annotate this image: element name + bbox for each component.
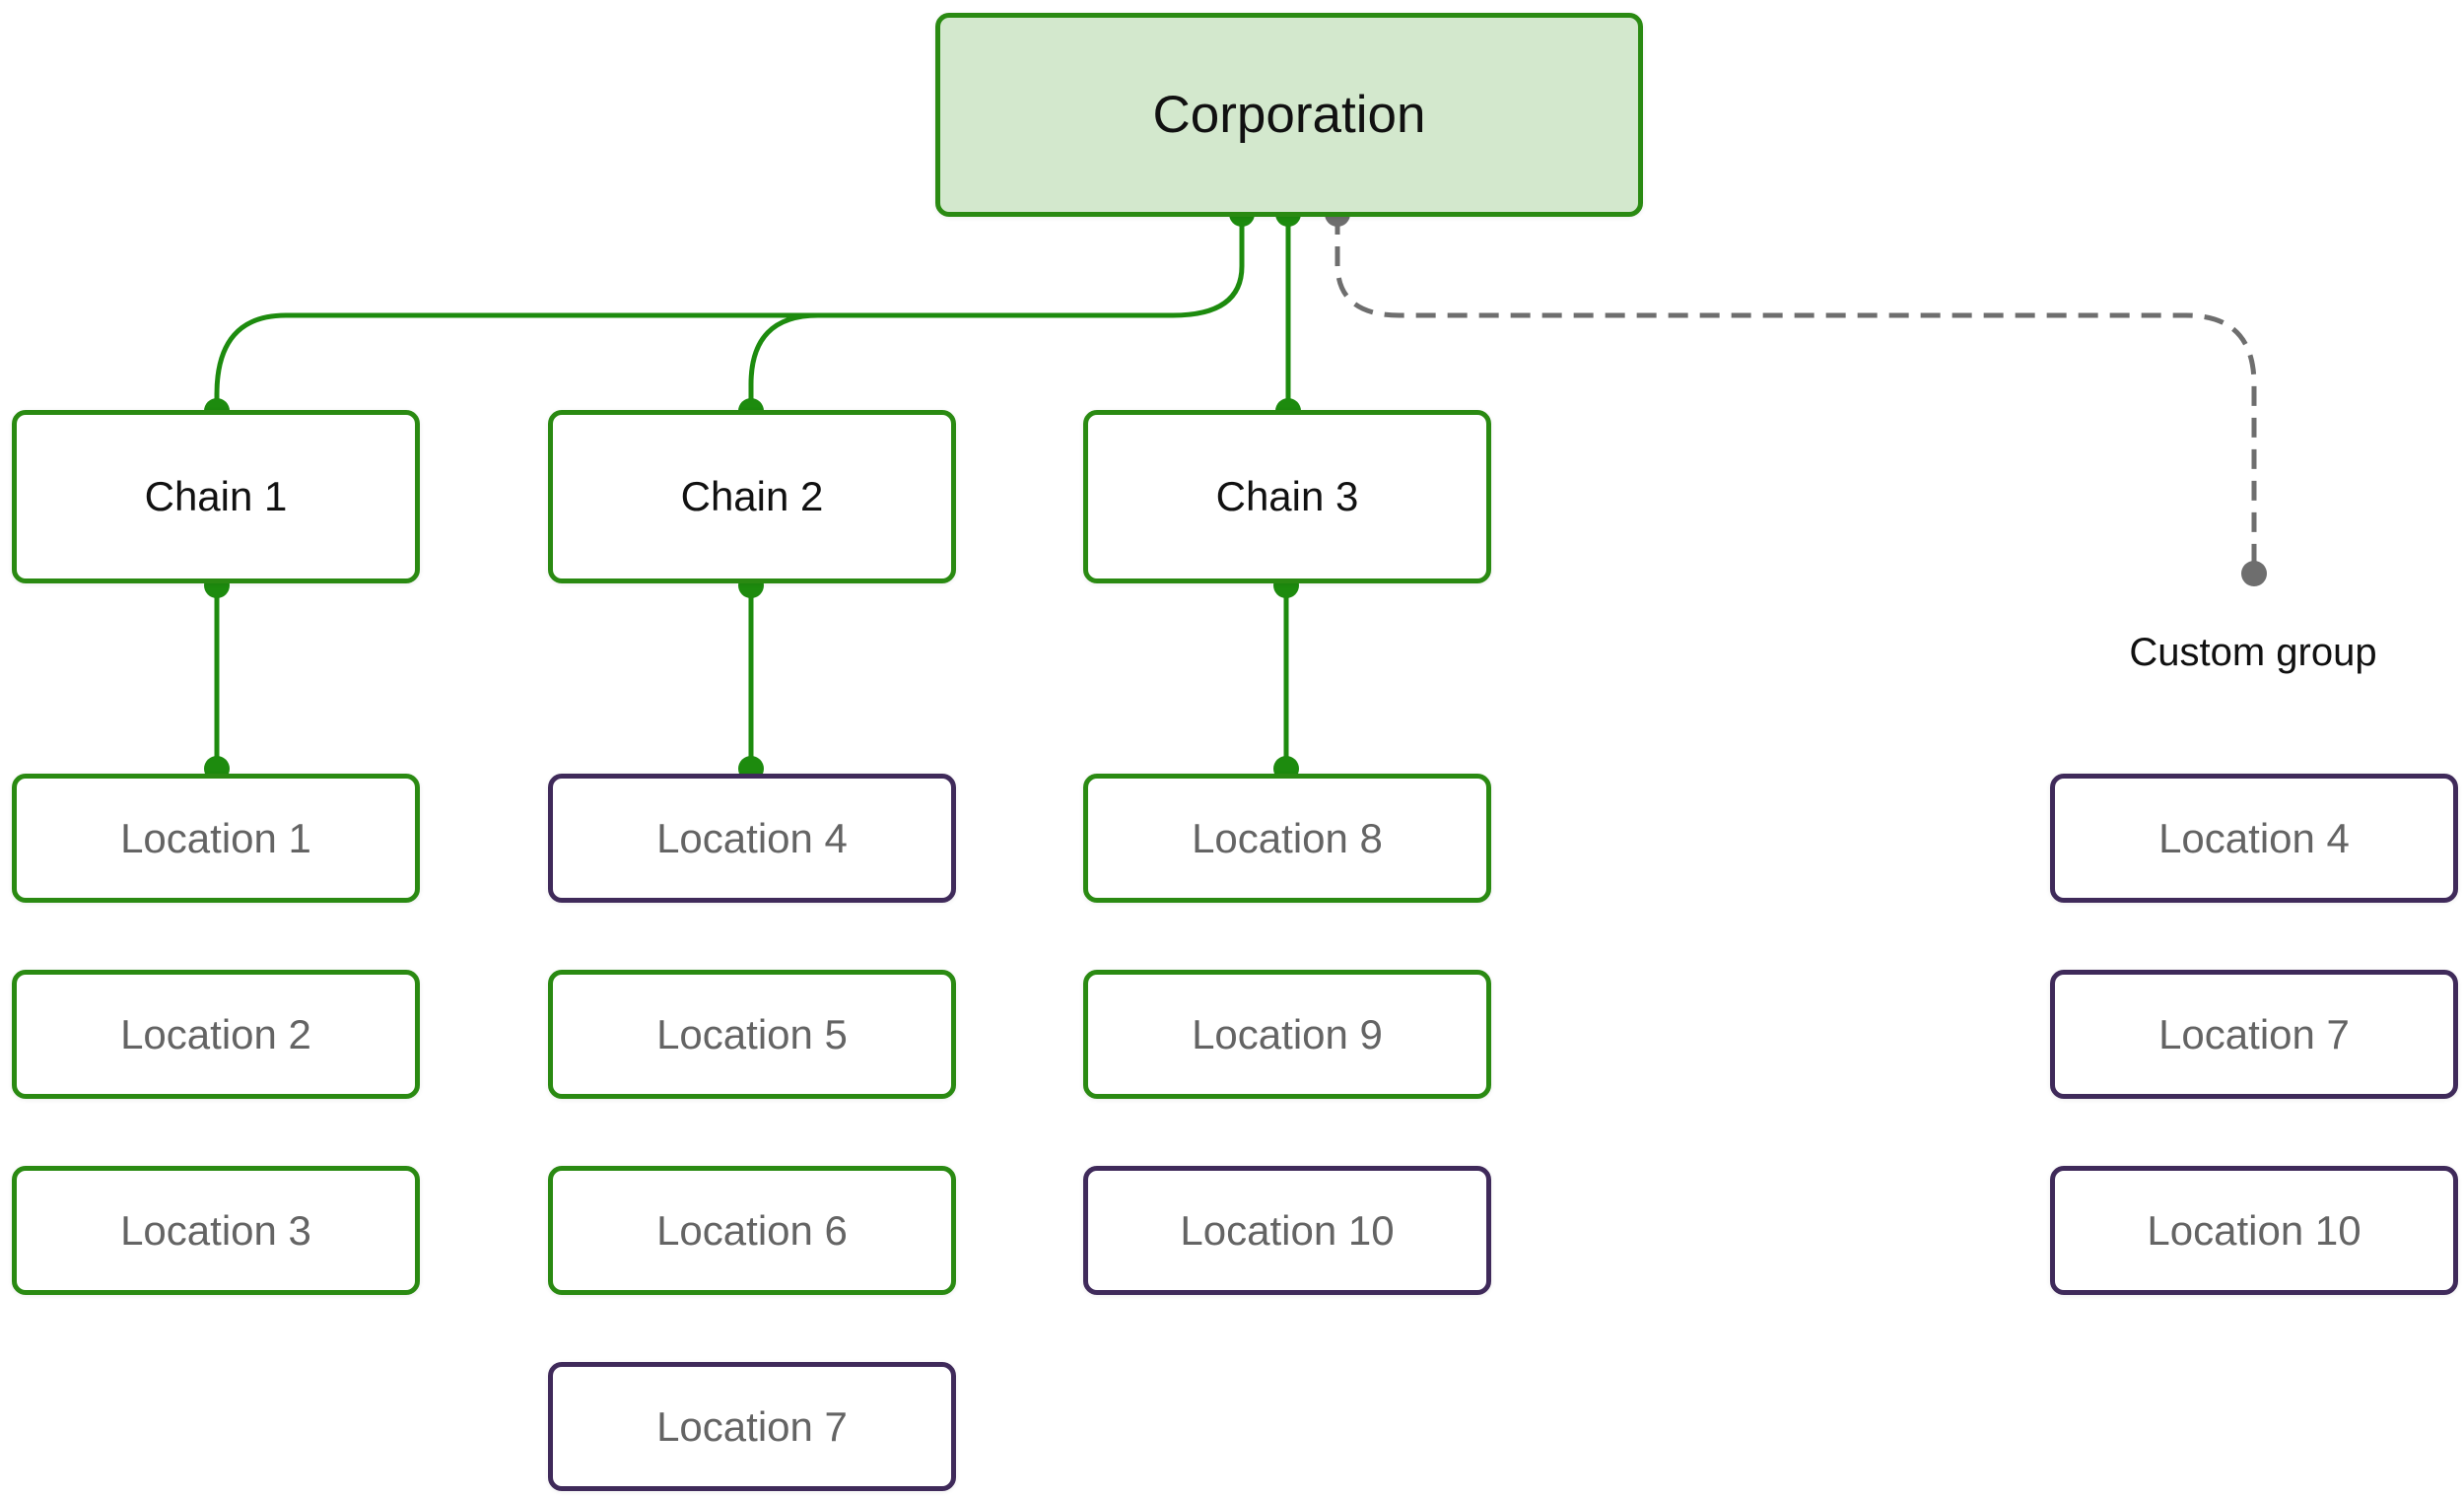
chain-label: Chain 2 <box>680 473 824 519</box>
location-label: Location 1 <box>120 814 311 861</box>
location-node[interactable]: Location 3 <box>12 1166 420 1295</box>
corporation-label: Corporation <box>1152 86 1426 144</box>
location-node[interactable]: Location 5 <box>548 970 956 1099</box>
location-label: Location 8 <box>1192 814 1383 861</box>
location-label: Location 3 <box>120 1206 311 1254</box>
custom-group-location-node[interactable]: Location 10 <box>2050 1166 2458 1295</box>
chain-1-node[interactable]: Chain 1 <box>12 410 420 583</box>
connector-dot-gray <box>2241 561 2267 586</box>
location-label: Location 10 <box>1180 1206 1395 1254</box>
connector-corporation-custom-group <box>1335 215 2257 572</box>
corporation-node[interactable]: Corporation <box>935 13 1643 217</box>
custom-group-title: Custom group <box>2129 631 2377 674</box>
custom-group-location-node[interactable]: Location 7 <box>2050 970 2458 1099</box>
chain-3-node[interactable]: Chain 3 <box>1083 410 1491 583</box>
connector-corporation-chain-2 <box>748 312 821 413</box>
location-label: Location 10 <box>2147 1206 2361 1254</box>
chain-label: Chain 1 <box>144 473 288 519</box>
location-node[interactable]: Location 8 <box>1083 774 1491 903</box>
chain-2-node[interactable]: Chain 2 <box>548 410 956 583</box>
location-node[interactable]: Location 9 <box>1083 970 1491 1099</box>
location-node[interactable]: Location 2 <box>12 970 420 1099</box>
custom-group-location-node[interactable]: Location 4 <box>2050 774 2458 903</box>
location-node[interactable]: Location 7 <box>548 1362 956 1491</box>
location-label: Location 9 <box>1192 1010 1383 1057</box>
chain-label: Chain 3 <box>1215 473 1359 519</box>
location-node[interactable]: Location 6 <box>548 1166 956 1295</box>
location-label: Location 6 <box>656 1206 848 1254</box>
location-label: Location 7 <box>656 1402 848 1450</box>
location-label: Location 7 <box>2158 1010 2350 1057</box>
location-label: Location 4 <box>656 814 848 861</box>
location-node[interactable]: Location 4 <box>548 774 956 903</box>
connector-corporation-chain-1 <box>214 212 1245 413</box>
location-label: Location 2 <box>120 1010 311 1057</box>
location-node[interactable]: Location 1 <box>12 774 420 903</box>
location-label: Location 4 <box>2158 814 2350 861</box>
location-label: Location 5 <box>656 1010 848 1057</box>
location-node[interactable]: Location 10 <box>1083 1166 1491 1295</box>
